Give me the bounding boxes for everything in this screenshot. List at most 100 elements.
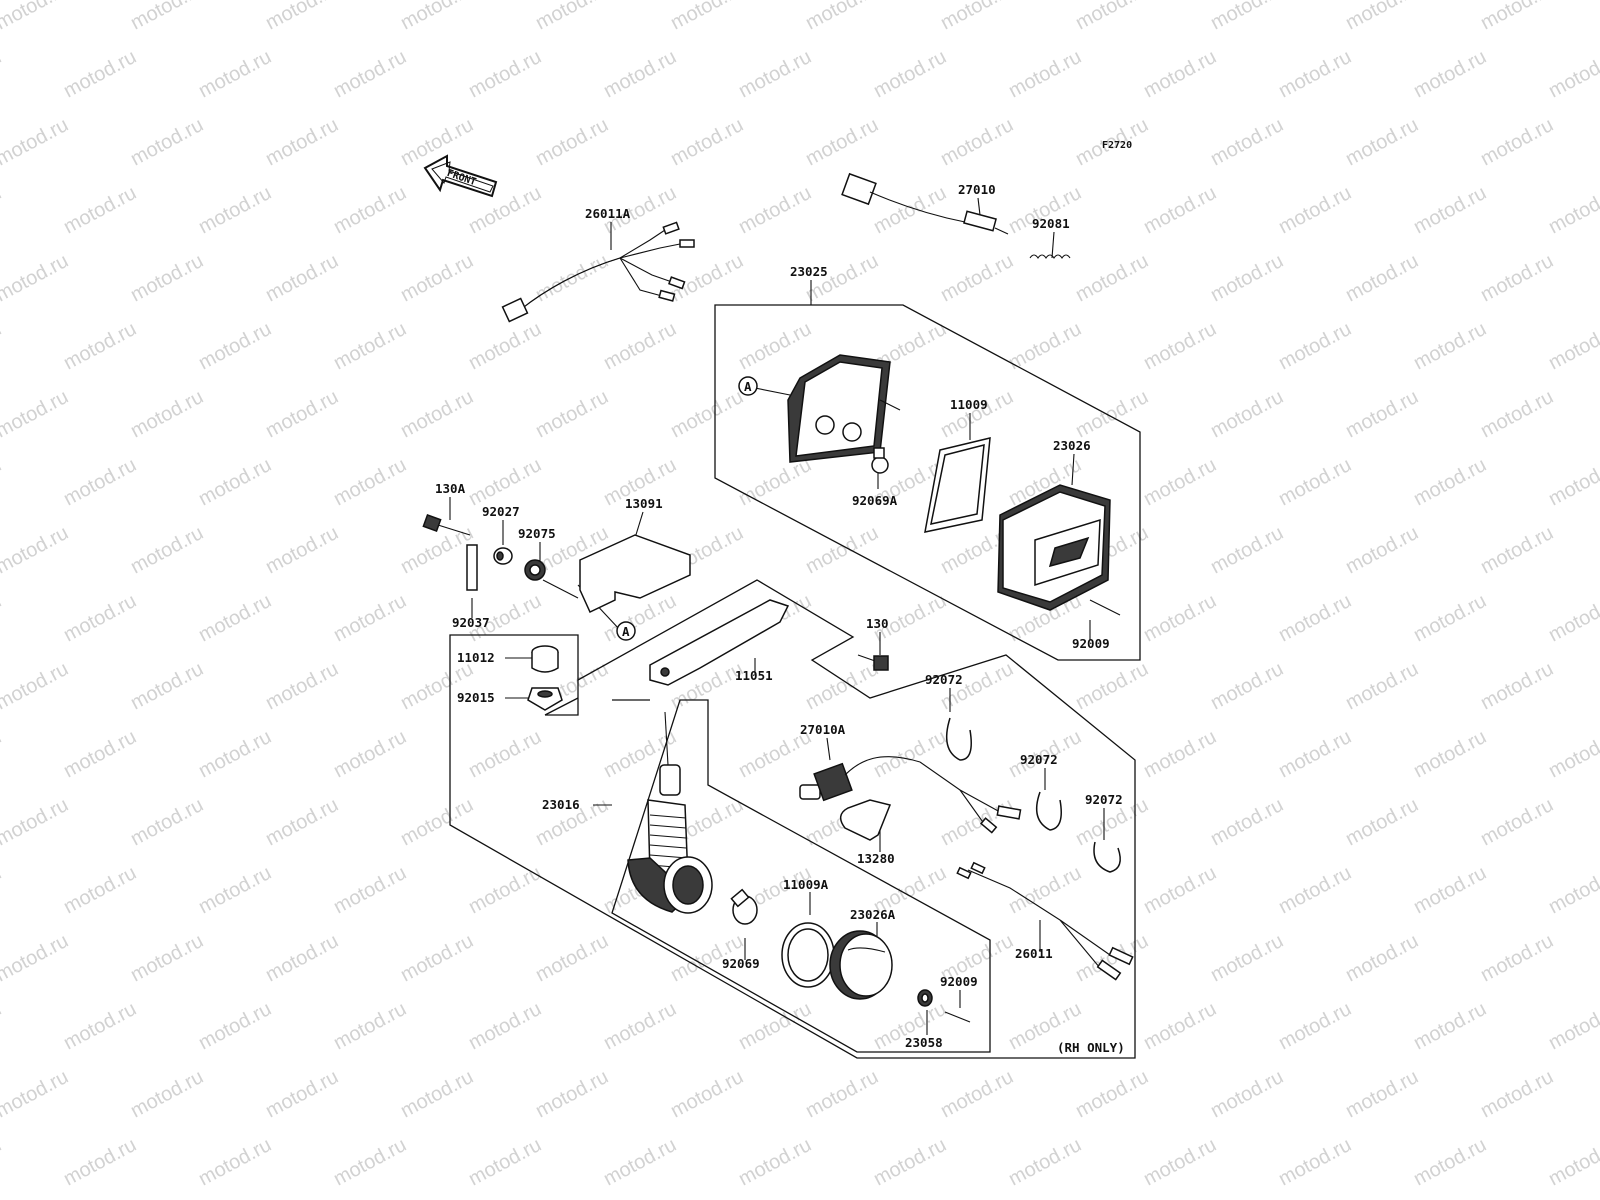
watermark-text: motod.ru: [1275, 862, 1355, 918]
watermark-text: motod.ru: [60, 454, 140, 510]
label-27010A: 27010A: [800, 722, 846, 737]
watermark-text: motod.ru: [802, 0, 882, 34]
watermark-text: motod.ru: [262, 250, 342, 306]
watermark-text: motod.ru: [127, 114, 207, 170]
watermark-text: motod.ru: [1545, 1134, 1600, 1190]
watermark-text: motod.ru: [1207, 930, 1287, 986]
box-mount-sub: [545, 680, 579, 716]
watermark-text: motod.ru: [1545, 862, 1600, 918]
watermark-text: motod.ru: [0, 794, 72, 850]
watermark-text: motod.ru: [937, 250, 1017, 306]
watermark-text: motod.ru: [1410, 318, 1490, 374]
watermark-text: motod.ru: [1207, 386, 1287, 442]
watermark-text: motod.ru: [262, 386, 342, 442]
watermark-text: motod.ru: [330, 862, 410, 918]
watermark-text: motod.ru: [1477, 250, 1557, 306]
watermark-text: motod.ru: [0, 522, 72, 578]
watermark-text: motod.ru: [465, 726, 545, 782]
watermark-text: motod.ru: [330, 726, 410, 782]
watermark-text: motod.ru: [600, 318, 680, 374]
watermark-text: motod.ru: [0, 182, 5, 238]
watermark-text: motod.ru: [870, 726, 950, 782]
watermark-text: motod.ru: [1342, 658, 1422, 714]
watermark-text: motod.ru: [1005, 1134, 1085, 1190]
watermark-text: motod.ru: [1477, 658, 1557, 714]
watermark-text: motod.ru: [1207, 658, 1287, 714]
label-92015: 92015: [457, 690, 495, 705]
watermark-text: motod.ru: [0, 114, 72, 170]
label-23026A: 23026A: [850, 907, 896, 922]
watermark-text: motod.ru: [1140, 46, 1220, 102]
watermark-text: motod.ru: [1545, 590, 1600, 646]
watermark-text: motod.ru: [1342, 386, 1422, 442]
watermark-text: motod.ru: [735, 998, 815, 1054]
watermark-text: motod.ru: [60, 182, 140, 238]
watermark-text: motod.ru: [465, 46, 545, 102]
watermark-text: motod.ru: [262, 0, 342, 34]
label-11009: 11009: [950, 397, 988, 412]
watermark-text: motod.ru: [735, 46, 815, 102]
watermark-text: motod.ru: [1275, 998, 1355, 1054]
diagram-code: F2720: [1102, 140, 1132, 151]
watermark-text: motod.ru: [0, 250, 72, 306]
watermark-text: motod.ru: [937, 114, 1017, 170]
watermark-text: motod.ru: [1275, 726, 1355, 782]
label-11051: 11051: [735, 668, 773, 683]
spring-92081: [1029, 254, 1071, 259]
watermark-text: motod.ru: [330, 46, 410, 102]
watermark-text: motod.ru: [465, 862, 545, 918]
watermark-text: motod.ru: [397, 0, 477, 34]
watermark-text: motod.ru: [735, 454, 815, 510]
watermark-text: motod.ru: [667, 114, 747, 170]
screw-92009-lower: [944, 1011, 971, 1023]
watermark-text: motod.ru: [397, 386, 477, 442]
watermark-text: motod.ru: [127, 930, 207, 986]
clamp-92072-a: [945, 717, 972, 761]
watermark-text: motod.ru: [0, 46, 5, 102]
watermark-text: motod.ru: [397, 658, 477, 714]
watermark-text: motod.ru: [1207, 1066, 1287, 1122]
watermark-text: motod.ru: [735, 1134, 815, 1190]
harness-26011: [956, 861, 1134, 981]
watermark-text: motod.ru: [870, 1134, 950, 1190]
watermark-text: motod.ru: [195, 46, 275, 102]
bulb-92069A: [871, 447, 889, 474]
watermark-text: motod.ru: [1275, 46, 1355, 102]
bulb-92069: [730, 888, 758, 925]
bolt-130A: [422, 514, 471, 536]
label-92037: 92037: [452, 615, 490, 630]
watermark-text: motod.ru: [397, 250, 477, 306]
switch-27010: [841, 172, 1009, 235]
watermark-text: motod.ru: [60, 46, 140, 102]
watermark-text: motod.ru: [1072, 658, 1152, 714]
watermark-text: motod.ru: [1005, 46, 1085, 102]
damper-11012: [531, 645, 559, 673]
watermark-text: motod.ru: [532, 386, 612, 442]
watermark-text: motod.ru: [0, 1134, 5, 1190]
watermark-text: motod.ru: [937, 1066, 1017, 1122]
watermark-text: motod.ru: [1072, 1066, 1152, 1122]
watermark-text: motod.ru: [600, 46, 680, 102]
watermark-text: motod.ru: [532, 1066, 612, 1122]
watermark-text: motod.ru: [0, 1066, 72, 1122]
label-130: 130: [866, 616, 889, 631]
pin-92037: [466, 544, 478, 591]
label-92069: 92069: [722, 956, 760, 971]
watermark-text: motod.ru: [397, 1066, 477, 1122]
watermark-text: motod.ru: [465, 998, 545, 1054]
watermark-text: motod.ru: [330, 1134, 410, 1190]
watermark-text: motod.ru: [1072, 0, 1152, 34]
watermark-text: motod.ru: [1140, 726, 1220, 782]
label-92009-upper: 92009: [1072, 636, 1110, 651]
nut-92015: [527, 687, 563, 711]
watermark-text: motod.ru: [397, 794, 477, 850]
watermark-text: motod.ru: [1545, 998, 1600, 1054]
watermark-text: motod.ru: [330, 454, 410, 510]
box-turn-signal-inner: [611, 699, 991, 1053]
front-arrow: FRONT: [423, 154, 498, 198]
watermark-text: motod.ru: [465, 454, 545, 510]
watermark-text: motod.ru: [1477, 930, 1557, 986]
watermark-text: motod.ru: [1410, 182, 1490, 238]
watermark-text: motod.ru: [532, 114, 612, 170]
